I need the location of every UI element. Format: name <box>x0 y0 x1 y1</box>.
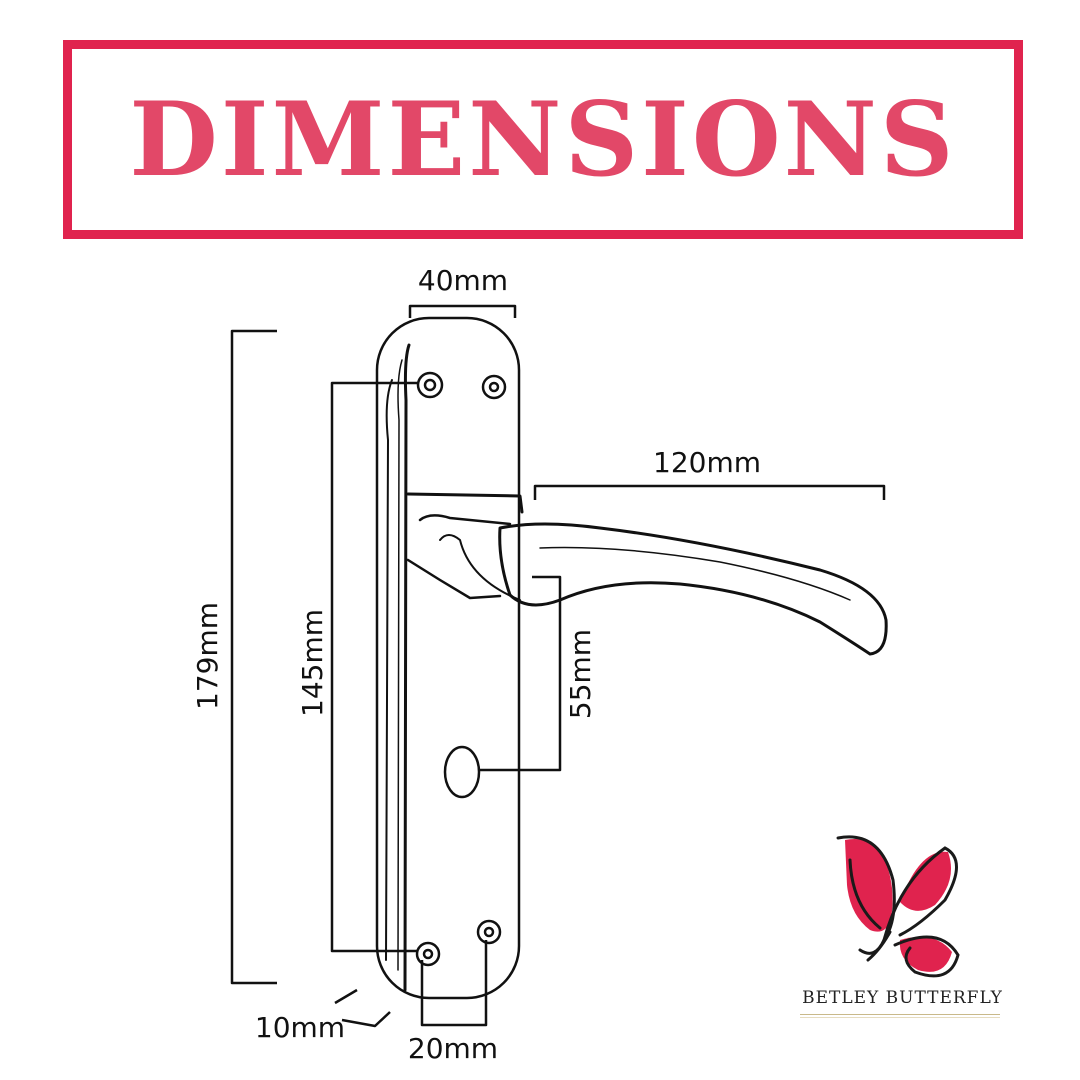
brand-name: BETLEY BUTTERFLY <box>802 988 1003 1008</box>
dim-lever-length: 120mm <box>653 446 761 479</box>
keyhole <box>443 745 481 799</box>
lever-handle <box>406 492 888 656</box>
brand-divider <box>800 1014 1000 1015</box>
dim-fixing-centres-horizontal: 20mm <box>408 1032 498 1065</box>
screw-holes <box>415 371 507 967</box>
dim-fixing-centres-vertical: 145mm <box>296 609 329 717</box>
dim-backplate-depth: 10mm <box>255 1011 345 1044</box>
backplate <box>375 316 521 1000</box>
dim-backplate-width: 40mm <box>418 264 508 297</box>
brand-divider-secondary <box>800 1017 1000 1018</box>
page-title: DIMENSIONS <box>129 79 957 200</box>
dim-lever-to-keyhole: 55mm <box>564 629 597 719</box>
dimension-lines <box>230 304 886 1028</box>
title-frame: DIMENSIONS <box>63 40 1023 239</box>
butterfly-logo <box>836 835 960 978</box>
dim-backplate-height: 179mm <box>191 602 224 710</box>
